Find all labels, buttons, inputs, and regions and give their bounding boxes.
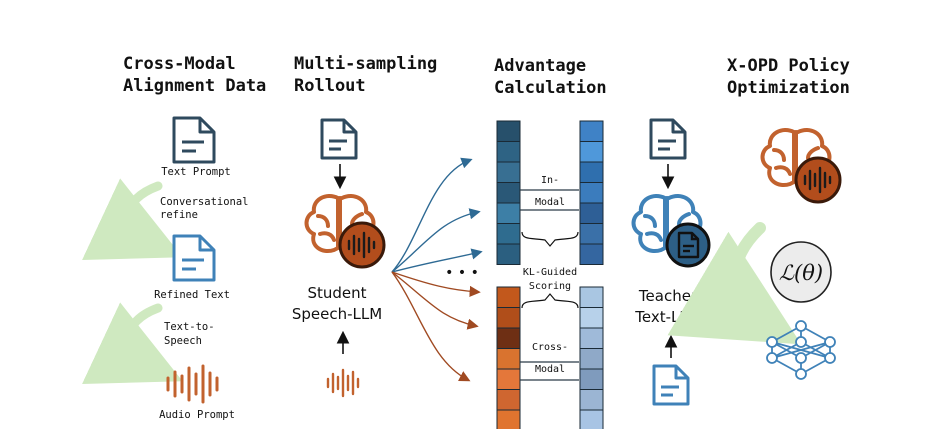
student-cross-token	[496, 348, 521, 370]
rollout-title-line1: Multi-sampling	[294, 54, 437, 74]
loss-circle	[770, 241, 832, 303]
cross-modal-label-line1: Cross-	[532, 342, 568, 353]
refine-curved-arrow-icon	[82, 178, 183, 260]
loss-function: ℒ(θ)	[779, 261, 823, 285]
student-cross-token	[496, 368, 521, 390]
student-cross-token	[496, 409, 521, 429]
student-in-token	[496, 243, 521, 265]
teacher-in-token	[579, 202, 604, 224]
kl-label-line2: Scoring	[529, 281, 571, 292]
teacher-cross-token	[579, 327, 604, 349]
teacher-label-line2: Text-LLM	[634, 308, 700, 326]
teacher-cross-token	[579, 368, 604, 390]
advantage-title-line1: Advantage	[494, 56, 586, 76]
refine-label-line1: Conversational	[160, 196, 249, 208]
text-prompt-label: Text Prompt	[161, 166, 231, 178]
kl-label-line1: KL-Guided	[523, 267, 577, 278]
data-title-line2: Alignment Data	[123, 76, 266, 96]
ellipsis: • • •	[445, 265, 479, 281]
student-in-token	[496, 120, 521, 142]
student-label-line1: Student	[307, 284, 366, 302]
student-in-token	[496, 141, 521, 163]
student-audio-badge-icon	[338, 221, 386, 269]
teacher-doc-badge-icon	[665, 222, 711, 268]
teacher-in-token	[579, 161, 604, 183]
teacher-cross-token	[579, 286, 604, 308]
student-in-token	[496, 202, 521, 224]
refined-text-doc-icon	[172, 234, 216, 282]
sampling-arrows	[391, 157, 483, 382]
teacher-cross-token	[579, 307, 604, 329]
student-audio-input-icon	[326, 368, 360, 398]
student-in-token	[496, 182, 521, 204]
text-prompt-doc-icon	[172, 116, 216, 164]
teacher-cross-token	[579, 348, 604, 370]
neural-network-icon	[766, 320, 836, 380]
teacher-in-token	[579, 243, 604, 265]
student-cross-token	[496, 307, 521, 329]
teacher-label-line1: Teacher	[638, 287, 698, 305]
policy-title-line2: Optimization	[727, 78, 850, 98]
teacher-in-modal-token-column	[579, 120, 604, 265]
student-cross-token	[496, 286, 521, 308]
teacher-cross-modal-token-column	[579, 286, 604, 429]
student-label-line2: Speech-LLM	[292, 305, 382, 323]
tts-curved-arrow-icon	[82, 302, 183, 384]
in-modal-label-line2: Modal	[535, 197, 565, 208]
rollout-title-line2: Rollout	[294, 76, 366, 96]
advantage-title-line2: Calculation	[494, 78, 607, 98]
student-in-token	[496, 223, 521, 245]
student-in-token	[496, 161, 521, 183]
tts-label-line2: Speech	[164, 335, 202, 347]
teacher-text-input-doc-icon	[652, 364, 690, 406]
kl-brace-bottom	[521, 293, 579, 309]
refine-label-line2: refine	[160, 209, 198, 221]
refined-text-label: Refined Text	[154, 289, 230, 301]
student-cross-token	[496, 389, 521, 411]
teacher-in-token	[579, 141, 604, 163]
audio-waveform-icon	[166, 364, 219, 404]
student-input-doc-icon	[320, 118, 358, 160]
audio-prompt-label: Audio Prompt	[159, 409, 235, 421]
cross-modal-label-line2: Modal	[535, 364, 565, 375]
student-cross-modal-token-column	[496, 286, 521, 429]
policy-audio-badge-icon	[794, 156, 842, 204]
student-in-modal-token-column	[496, 120, 521, 265]
tts-label-line1: Text-to-	[164, 321, 215, 333]
teacher-in-token	[579, 120, 604, 142]
data-title-line1: Cross-Modal	[123, 54, 236, 74]
student-cross-token	[496, 327, 521, 349]
update-curved-arrow-icon	[667, 222, 802, 345]
kl-brace-top	[521, 231, 579, 247]
teacher-in-token	[579, 223, 604, 245]
teacher-cross-token	[579, 409, 604, 429]
teacher-in-token	[579, 182, 604, 204]
teacher-input-doc-icon	[649, 118, 687, 160]
policy-title-line1: X-OPD Policy	[727, 56, 850, 76]
in-modal-label-line1: In-	[541, 175, 559, 186]
teacher-cross-token	[579, 389, 604, 411]
